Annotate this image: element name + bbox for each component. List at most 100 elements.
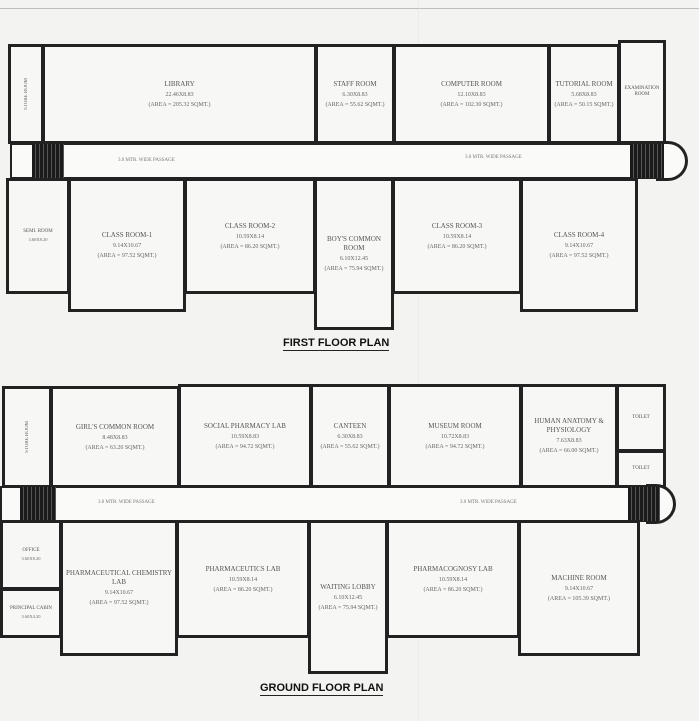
gf-corner-room-mid-name: TOILET (632, 466, 650, 471)
gf-canteen-name: CANTEEN (333, 421, 367, 430)
gf-stair-right (628, 487, 660, 521)
paper-fold (418, 0, 420, 721)
gf-principal-cabin: PRINCIPAL CABIN 3.60X4.20 (0, 588, 62, 638)
gf-pharmacognosy-lab-size: 10.59X8.14 (438, 576, 468, 583)
gf-waiting-lobby-name: WAITING LOBBY (320, 582, 376, 591)
gf-office-room-name: OFFICE (22, 548, 40, 553)
ff-class-room-3: CLASS ROOM-3 10.59X8.14 (AREA = 86.20 SQ… (392, 178, 522, 294)
gf-canteen: CANTEEN 6.30X8.83 (AREA = 55.62 SQMT.) (310, 384, 390, 488)
ff-boys-common-room: BOY'S COMMON ROOM 6.10X12.45 (AREA = 75.… (314, 178, 394, 330)
gf-principal-cabin-size: 3.60X4.20 (21, 614, 41, 619)
ff-store-room-label: STORE ROOM (23, 78, 29, 110)
first-floor-plan-title: FIRST FLOOR PLAN (283, 337, 390, 351)
gf-waiting-lobby: WAITING LOBBY 6.10X12.45 (AREA = 75.94 S… (308, 520, 388, 674)
gf-canteen-size: 6.30X8.83 (337, 433, 363, 440)
ff-class-room-3-size: 10.59X8.14 (442, 233, 472, 240)
ff-class-room-4-size: 9.14X10.67 (564, 242, 594, 249)
ff-library-size: 22.46X8.83 (165, 91, 194, 98)
ff-computer-room-area: (AREA = 102.30 SQMT.) (440, 101, 503, 108)
ff-staff-room: STAFF ROOM 6.30X8.83 (AREA = 55.62 SQMT.… (315, 44, 395, 144)
ff-class-room-1-name: CLASS ROOM-1 (101, 230, 153, 239)
ff-small-room-name: SEMI. ROOM (23, 229, 53, 234)
ff-class-room-2-size: 10.59X8.14 (235, 233, 265, 240)
gf-pharmaceutical-chemistry-lab-area: (AREA = 97.52 SQMT.) (89, 600, 149, 606)
gf-principal-cabin-name: PRINCIPAL CABIN (10, 606, 52, 611)
gf-museum-room-name: MUSEUM ROOM (428, 421, 482, 430)
ff-corner-room: EXAMINATION ROOM (618, 40, 666, 144)
ff-computer-room-size: 12.10X8.83 (457, 91, 486, 98)
gf-social-pharmacy-lab: SOCIAL PHARMACY LAB 10.59X8.83 (AREA = 9… (178, 384, 312, 488)
ff-tutorial-room-size: 5.68X8.83 (571, 91, 597, 98)
gf-pharmacognosy-lab: PHARMACOGNOSY LAB 10.59X8.14 (AREA = 86.… (386, 520, 520, 638)
gf-human-anatomy-room-name: HUMAN ANATOMY & PHYSIOLOGY (534, 417, 604, 434)
gf-machine-room-name: MACHINE ROOM (551, 573, 607, 582)
gf-pharmaceutical-chemistry-lab: PHARMACEUTICAL CHEMISTRY LAB 9.14X10.67 … (60, 520, 178, 656)
ff-library-area: (AREA = 205.32 SQMT.) (148, 101, 211, 108)
ff-class-room-1-size: 9.14X10.67 (112, 242, 142, 249)
gf-office-room-size: 3.60X8.20 (21, 556, 41, 561)
gf-girls-common-room: GIRL'S COMMON ROOM 8.48X8.83 (AREA = 63.… (50, 386, 180, 488)
gf-pharmacognosy-lab-name: PHARMACOGNOSY LAB (413, 564, 493, 573)
gf-museum-room-size: 10.72X8.83 (440, 433, 470, 440)
gf-store-room: STORE ROOM (2, 386, 52, 488)
gf-girls-common-room-area: (AREA = 63.20 SQMT.) (85, 444, 145, 451)
gf-pharmaceutics-lab: PHARMACEUTICS LAB 10.59X8.14 (AREA = 86.… (176, 520, 310, 638)
gf-passage-label-right: 3.0 MTR. WIDE PASSAGE (460, 500, 517, 505)
gf-social-pharmacy-lab-size: 10.59X8.83 (230, 433, 260, 440)
gf-girls-common-room-size: 8.48X8.83 (102, 434, 128, 441)
gf-social-pharmacy-lab-name: SOCIAL PHARMACY LAB (204, 421, 286, 430)
ff-boys-common-room-name: BOY'S COMMON ROOM (327, 235, 381, 252)
ff-stair-right (630, 144, 664, 178)
ff-boys-common-room-size: 6.10X12.45 (339, 256, 369, 262)
gf-canteen-area: (AREA = 55.62 SQMT.) (320, 443, 380, 450)
gf-pharmacognosy-lab-area: (AREA = 86.20 SQMT.) (423, 586, 483, 593)
gf-museum-room: MUSEUM ROOM 10.72X8.83 (AREA = 94.72 SQM… (388, 384, 522, 488)
ff-class-room-3-name: CLASS ROOM-3 (431, 221, 483, 230)
ff-class-room-2-area: (AREA = 86.20 SQMT.) (220, 243, 280, 250)
ground-floor-plan-title: GROUND FLOOR PLAN (260, 682, 384, 696)
ff-class-room-4-area: (AREA = 97.52 SQMT.) (549, 252, 609, 259)
ff-staff-room-name: STAFF ROOM (333, 79, 377, 88)
ff-staff-room-size: 6.30X8.83 (342, 91, 368, 98)
ff-small-room: SEMI. ROOM 3.60X8.20 (6, 178, 70, 294)
ff-tutorial-room-name: TUTORIAL ROOM (555, 79, 613, 88)
gf-pharmaceutics-lab-name: PHARMACEUTICS LAB (205, 564, 281, 573)
ff-store-room: STORE ROOM (8, 44, 44, 144)
gf-corner-room-top: TOILET (616, 384, 666, 452)
ff-class-room-1-area: (AREA = 97.52 SQMT.) (97, 252, 157, 259)
ff-class-room-3-area: (AREA = 86.20 SQMT.) (427, 243, 487, 250)
ff-passage (10, 143, 658, 179)
ff-computer-room: COMPUTER ROOM 12.10X8.83 (AREA = 102.30 … (393, 44, 550, 144)
gf-social-pharmacy-lab-area: (AREA = 94.72 SQMT.) (215, 443, 275, 450)
gf-stair-left (20, 487, 56, 521)
ff-computer-room-name: COMPUTER ROOM (441, 79, 502, 88)
gf-machine-room-area: (AREA = 105.39 SQMT.) (547, 595, 611, 602)
ff-class-room-1: CLASS ROOM-1 9.14X10.67 (AREA = 97.52 SQ… (68, 178, 186, 312)
gf-pharmaceutical-chemistry-lab-name: PHARMACEUTICAL CHEMISTRY LAB (65, 569, 173, 586)
gf-human-anatomy-room: HUMAN ANATOMY & PHYSIOLOGY 7.63X8.83 (AR… (520, 384, 618, 488)
ff-small-room-size: 3.60X8.20 (28, 237, 48, 242)
gf-museum-room-area: (AREA = 94.72 SQMT.) (425, 443, 485, 450)
ff-passage-label-left: 3.0 MTR. WIDE PASSAGE (118, 158, 175, 163)
gf-machine-room: MACHINE ROOM 9.14X10.67 (AREA = 105.39 S… (518, 520, 640, 656)
gf-pharmaceutical-chemistry-lab-size: 9.14X10.67 (104, 590, 134, 596)
gf-pharmaceutics-lab-area: (AREA = 86.20 SQMT.) (213, 586, 273, 593)
gf-corner-room-top-name: TOILET (632, 415, 650, 420)
gf-passage (0, 486, 648, 522)
gf-girls-common-room-name: GIRL'S COMMON ROOM (75, 422, 155, 431)
gf-human-anatomy-room-size: 7.63X8.83 (556, 438, 582, 444)
sheet-border-line (0, 8, 699, 9)
ff-library: LIBRARY 22.46X8.83 (AREA = 205.32 SQMT.) (42, 44, 317, 144)
gf-machine-room-size: 9.14X10.67 (564, 585, 594, 592)
ff-boys-common-room-area: (AREA = 75.94 SQMT.) (324, 266, 384, 272)
gf-waiting-lobby-size: 6.10X12.45 (333, 594, 363, 601)
ff-library-name: LIBRARY (164, 79, 195, 88)
gf-store-room-label: STORE ROOM (24, 421, 30, 453)
ff-tutorial-room-area: (AREA = 50.15 SQMT.) (554, 101, 614, 108)
ff-corner-room-name: EXAMINATION ROOM (624, 86, 660, 97)
gf-pharmaceutics-lab-size: 10.59X8.14 (228, 576, 258, 583)
ff-staff-room-area: (AREA = 55.62 SQMT.) (325, 101, 385, 108)
ff-stair-left (32, 144, 64, 178)
ff-class-room-2-name: CLASS ROOM-2 (224, 221, 276, 230)
